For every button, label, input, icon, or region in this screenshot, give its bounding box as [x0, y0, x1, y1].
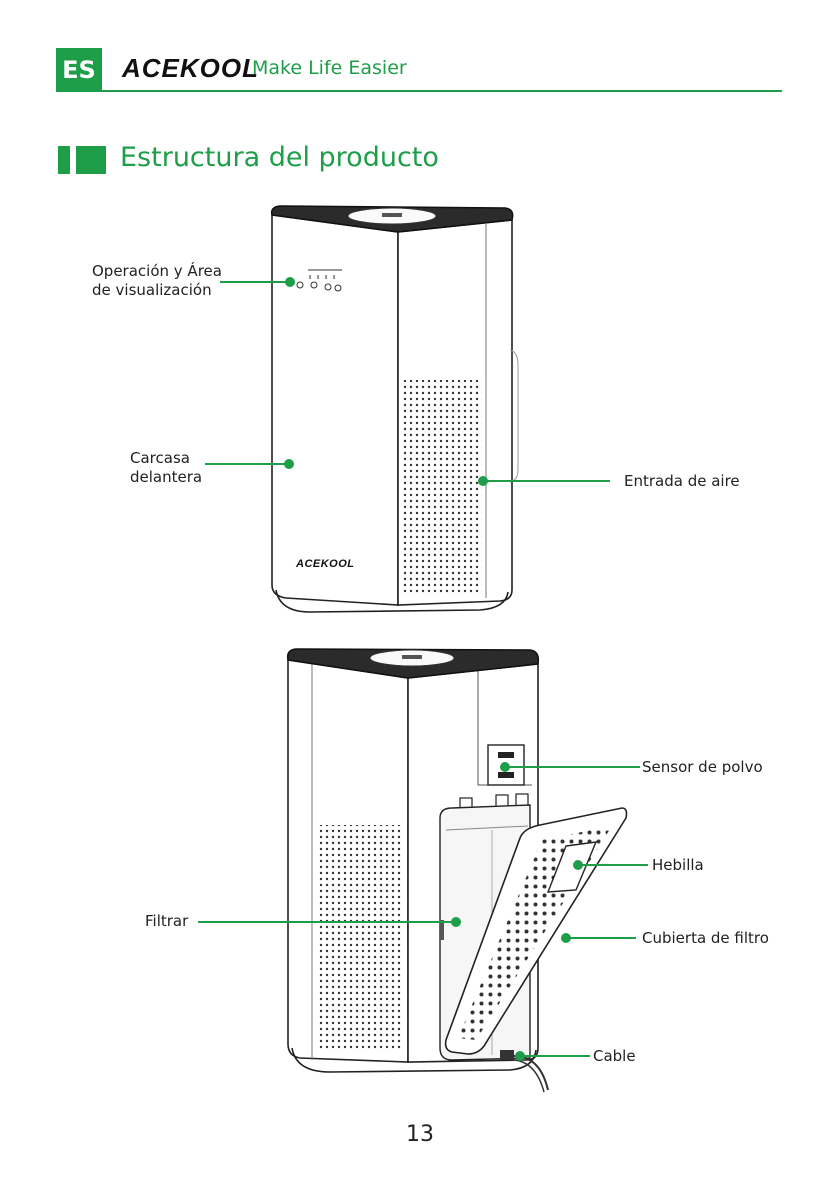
label-operation-area: Operación y Área de visualización	[92, 262, 222, 300]
label-front-shell: Carcasa delantera	[130, 449, 202, 487]
label-filter-cover: Cubierta de filtro	[642, 929, 769, 948]
purifier-front-view	[272, 206, 518, 612]
body-logo: ACEKOOL	[296, 558, 355, 570]
label-filter: Filtrar	[145, 912, 188, 931]
label-buckle: Hebilla	[652, 856, 704, 875]
purifier-open-view	[288, 649, 627, 1092]
label-dust-sensor: Sensor de polvo	[642, 758, 763, 777]
label-air-inlet: Entrada de aire	[624, 472, 740, 491]
page-number: 13	[0, 1122, 840, 1147]
label-cable: Cable	[593, 1047, 636, 1066]
